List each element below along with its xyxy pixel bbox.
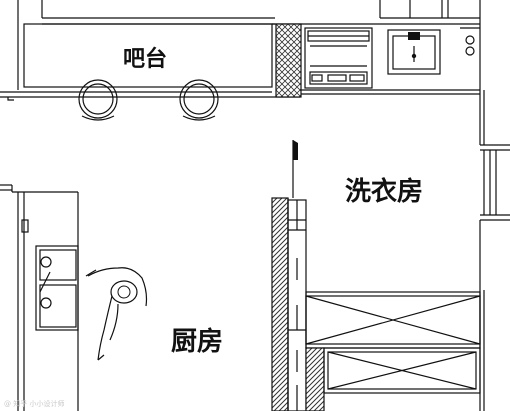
bar-stool [78, 79, 118, 121]
structural-column [275, 23, 302, 98]
top-wall [17, 0, 449, 90]
sink-drain-icon [411, 53, 417, 59]
room-label-bar: 吧台 [123, 46, 167, 72]
bar-stool [179, 79, 219, 121]
kitchen-counter [0, 184, 79, 411]
room-label-kitchen: 厨房 [171, 327, 223, 357]
person-head-icon [117, 285, 131, 299]
bar-counter [0, 23, 273, 101]
room-label-laundry: 洗衣房 [345, 176, 423, 207]
tap-icon [460, 27, 480, 56]
watermark: @ 知乎 小小设计师 [4, 399, 64, 408]
faucet-icon [408, 32, 420, 40]
kitchen-sink [35, 245, 79, 331]
laundry-cabinet [305, 291, 481, 349]
upper-cabinets [272, 23, 480, 98]
person-figure [85, 267, 148, 361]
right-wall [448, 0, 510, 411]
washer-unit [304, 27, 373, 89]
partition-wall [271, 140, 307, 411]
laundry-cabinet [323, 347, 481, 394]
laundry-cabinet-hatch [305, 347, 325, 411]
